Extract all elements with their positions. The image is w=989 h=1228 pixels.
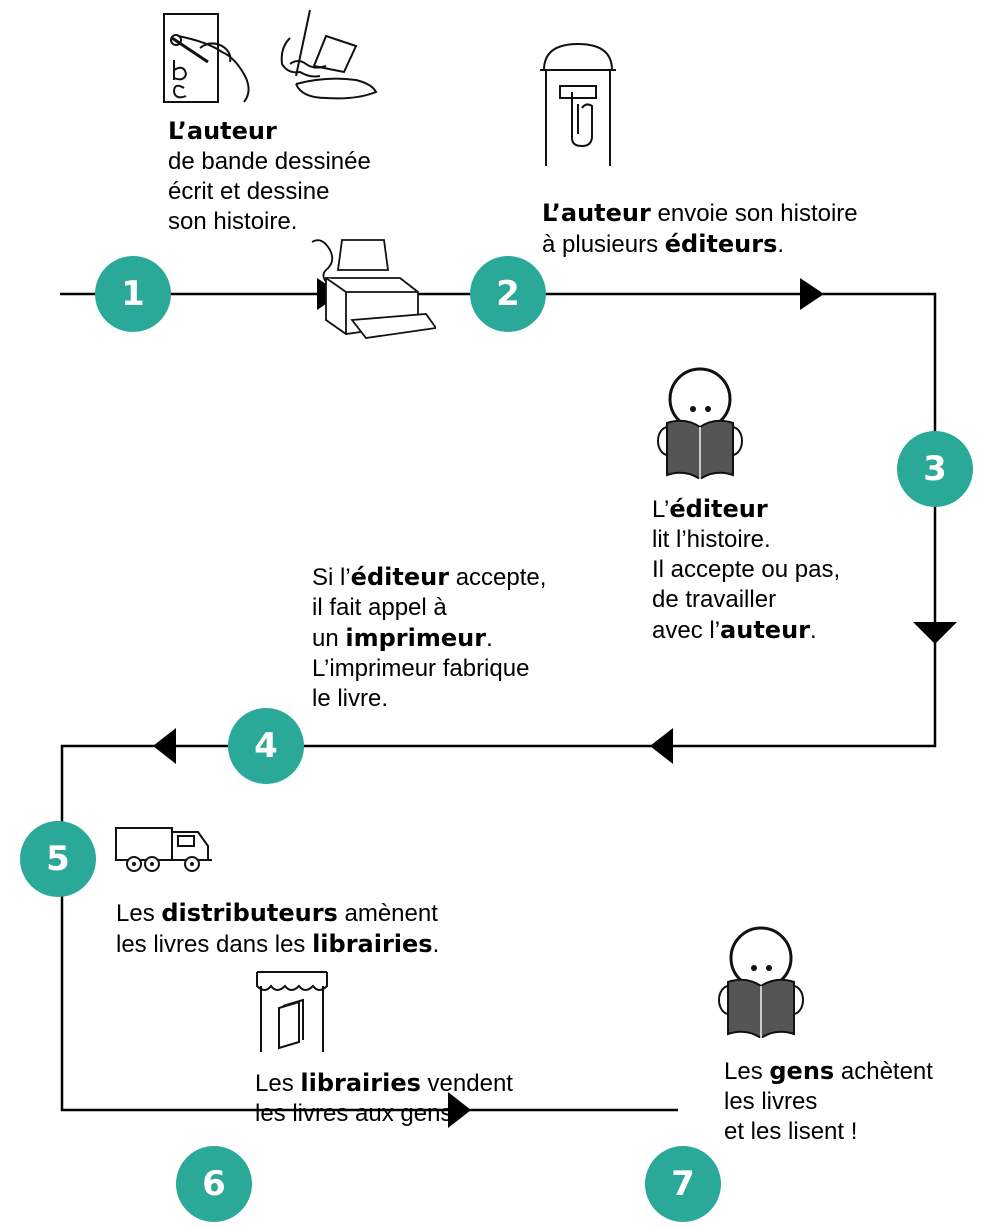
step-5-line: Les xyxy=(116,900,162,927)
keyword-gens: gens xyxy=(769,1057,835,1085)
step-1-line: écrit et dessine xyxy=(168,178,330,205)
step-4-line: il fait appel à xyxy=(312,594,447,621)
step-2-line: envoie son histoire xyxy=(650,200,858,227)
keyword-librairies: librairies xyxy=(312,930,433,958)
flow-arrow xyxy=(913,622,957,644)
step-5-line: amènent xyxy=(337,900,438,927)
keyword-auteur: L’auteur xyxy=(542,199,651,227)
step-7-line: les livres xyxy=(724,1088,818,1115)
step-badge-3: 3 xyxy=(897,431,973,507)
step-badge-5: 5 xyxy=(20,821,96,897)
step-7-line: et les lisent ! xyxy=(724,1118,858,1145)
step-4-line: L’imprimeur fabrique xyxy=(312,655,530,682)
step-badge-2: 2 xyxy=(470,256,546,332)
flow-arrow xyxy=(153,728,176,764)
flow-arrow xyxy=(800,278,824,310)
step-1-line: de bande dessinée xyxy=(168,148,371,175)
step-3-line: avec l’ xyxy=(652,617,721,644)
mailbox-icon xyxy=(540,42,616,166)
step-4-line: le livre. xyxy=(312,685,389,712)
punctuation: . xyxy=(432,931,440,958)
step-1-title: L’auteur xyxy=(168,117,277,145)
keyword-auteur: auteur xyxy=(720,616,810,644)
step-3-text: L’éditeur lit l’histoire. Il accepte ou … xyxy=(652,494,840,646)
step-5-text: Les distributeurs amènent les livres dan… xyxy=(116,898,439,960)
step-3-line: L’ xyxy=(652,496,670,523)
step-3-line: lit l’histoire. xyxy=(652,526,771,553)
step-6-line: les livres aux gens. xyxy=(255,1100,460,1127)
step-4-text: Si l’éditeur accepte, il fait appel à un… xyxy=(312,562,546,714)
punctuation: . xyxy=(777,231,785,258)
flow-arrow xyxy=(448,1092,471,1128)
delivery-truck-icon xyxy=(115,827,212,872)
step-1-line: son histoire. xyxy=(168,208,298,235)
step-7-text: Les gens achètent les livres et les lise… xyxy=(724,1056,933,1147)
punctuation: . xyxy=(809,617,817,644)
step-badge-6: 6 xyxy=(176,1146,252,1222)
step-4-line: un xyxy=(312,625,346,652)
step-6-text: Les librairies vendent les livres aux ge… xyxy=(255,1068,513,1129)
step-5-line: les livres dans les xyxy=(116,931,313,958)
step-6-line: vendent xyxy=(420,1070,513,1097)
flow-arrow xyxy=(650,728,673,764)
step-7-line: Les xyxy=(724,1058,770,1085)
keyword-editeurs: éditeurs xyxy=(664,230,778,258)
person-reading-icon xyxy=(657,367,743,479)
step-3-line: de travailler xyxy=(652,586,777,613)
step-badge-4: 4 xyxy=(228,708,304,784)
step-badge-1: 1 xyxy=(95,256,171,332)
printer-icon xyxy=(311,239,436,339)
step-6-line: Les xyxy=(255,1070,301,1097)
keyword-editeur: éditeur xyxy=(669,495,768,523)
person-reading-icon xyxy=(718,926,804,1038)
keyword-imprimeur: imprimeur xyxy=(345,624,487,652)
step-badge-7: 7 xyxy=(645,1146,721,1222)
step-1-text: L’auteur de bande dessinée écrit et dess… xyxy=(168,116,371,237)
keyword-librairies: librairies xyxy=(300,1069,421,1097)
step-7-line: achètent xyxy=(834,1058,933,1085)
keyword-editeur: éditeur xyxy=(350,563,450,591)
punctuation: . xyxy=(486,625,493,652)
step-2-text: L’auteur envoie son histoire à plusieurs… xyxy=(542,198,858,260)
bookshop-icon xyxy=(256,971,328,1052)
step-2-line: à plusieurs xyxy=(542,231,665,258)
step-3-line: Il accepte ou pas, xyxy=(652,556,841,583)
keyword-distributeurs: distributeurs xyxy=(161,899,338,927)
hand-writing-icon xyxy=(163,9,378,103)
step-4-line: accepte, xyxy=(449,564,547,591)
step-4-line: Si l’ xyxy=(312,564,351,591)
